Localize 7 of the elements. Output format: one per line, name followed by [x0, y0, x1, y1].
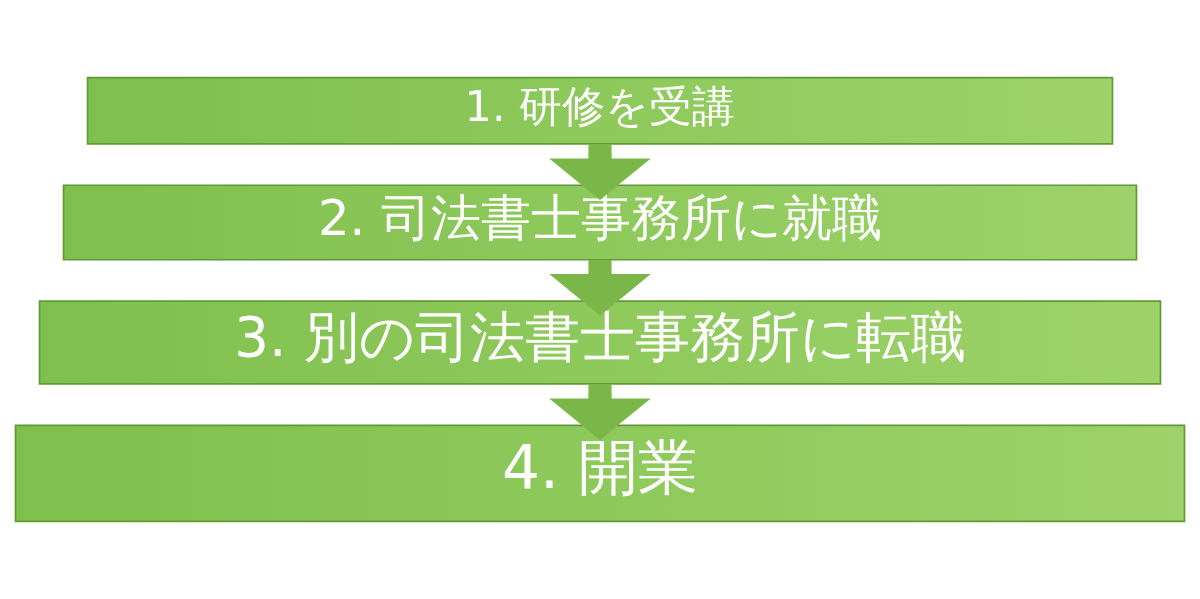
node-box: 4. 開業 — [14, 424, 1186, 523]
arrow — [549, 259, 651, 316]
node-box: 2. 司法書士事務所に就職 — [62, 184, 1138, 261]
arrow — [549, 384, 651, 440]
node-box: 3. 別の司法書士事務所に転職 — [38, 300, 1162, 385]
arrow — [549, 144, 651, 200]
node-box: 1. 研修を受講 — [86, 76, 1114, 145]
